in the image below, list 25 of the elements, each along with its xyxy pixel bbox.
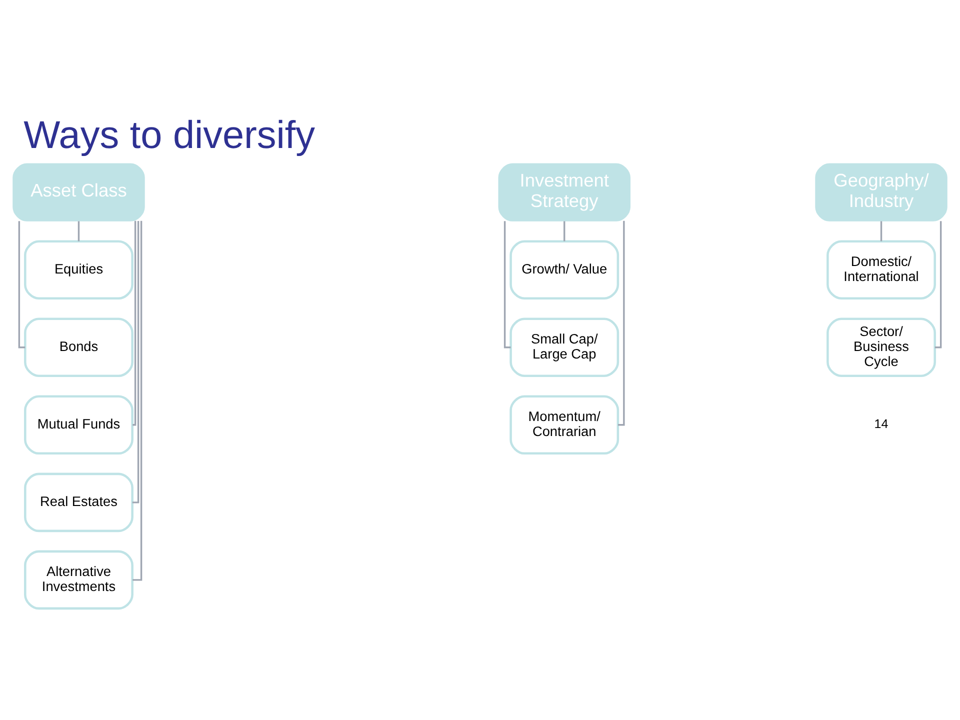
diagram-title: Ways to diversify <box>24 114 316 157</box>
node-box: Investment Strategy <box>498 162 630 221</box>
node-box: Real Estates <box>24 472 134 532</box>
node-box: Equities <box>24 240 134 299</box>
connector <box>18 220 26 348</box>
connector <box>934 220 942 348</box>
node-box: Small Cap/ Large Cap <box>510 317 620 377</box>
node-box: Mutual Funds <box>24 394 134 454</box>
connector <box>78 220 80 241</box>
node-box: Growth/ Value <box>510 240 620 299</box>
node-box: Asset Class <box>12 162 145 221</box>
connector <box>132 220 136 426</box>
node-box: Sector/ Business Cycle <box>826 317 936 377</box>
node-box: Domestic/ International <box>826 240 936 299</box>
connector <box>564 220 566 241</box>
node-box: Momentum/ Contrarian <box>510 394 620 454</box>
connector <box>504 220 511 348</box>
connector <box>132 220 142 580</box>
connector <box>880 220 882 241</box>
label: 14 <box>874 416 888 431</box>
node-box: Bonds <box>24 317 134 377</box>
connector <box>618 220 625 426</box>
node-box: Geography/ Industry <box>815 162 948 221</box>
connector <box>132 220 140 503</box>
node-box: Alternative Investments <box>24 550 134 610</box>
